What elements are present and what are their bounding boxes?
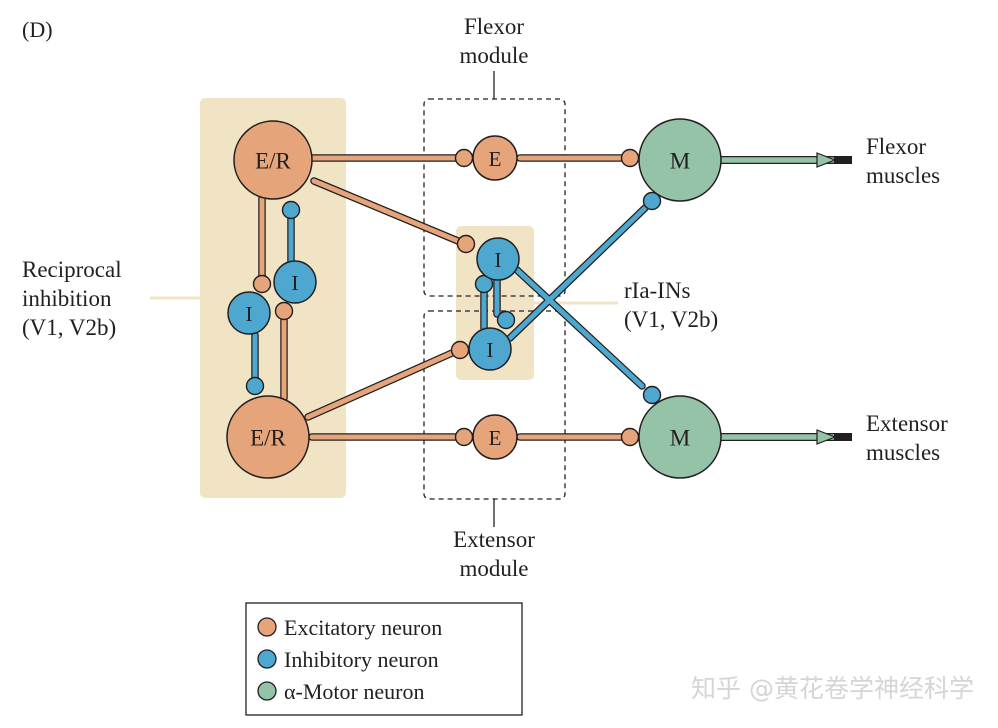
legend-inhibitory-swatch [257,649,277,669]
watermark: 知乎 @黄花卷学神经科学 [691,674,974,703]
i-ria-bottom-neuron [468,327,512,371]
synapse-terminal [450,340,470,360]
extensor-muscles-line1: Extensor [866,411,948,436]
synapse-terminal [642,385,662,405]
i-left-label: I [246,302,253,326]
flexor-muscles-line1: Flexor [866,134,926,159]
e-extensor-neuron [472,414,518,460]
er-top-neuron [233,120,313,200]
ria-label-line2: (V1, V2b) [624,307,718,332]
reciprocal-label-line1: Reciprocal [22,257,122,282]
m-extensor-neuron [638,395,722,479]
legend-motor-label: α-Motor neuron [284,679,424,704]
reciprocal-inhibition-panel [200,98,346,498]
legend-excitatory-label: Excitatory neuron [284,615,442,640]
i-right-neuron [273,260,317,304]
panel-label: (D) [22,17,53,42]
m-flexor-label: M [670,149,690,174]
synapse-terminal [274,301,294,321]
flexor-muscles-line2: muscles [866,163,940,188]
synapse-terminal [642,191,662,211]
e-flexor-neuron [472,135,518,181]
legend-box [245,602,523,716]
i-ria-top-label: I [495,248,502,272]
synapse-terminal [620,148,640,168]
legend-motor-swatch [257,681,277,701]
m-flexor-neuron [638,118,722,202]
synapse-terminal [454,427,474,447]
extensor-module-title-line1: Extensor [453,527,535,552]
i-ria-top-neuron [476,237,520,281]
er-bottom-neuron [226,395,310,479]
e-flexor-label: E [489,147,502,171]
synapse-terminal [281,200,301,220]
legend-inhibitory-label: Inhibitory neuron [284,647,439,672]
ria-label-line1: rIa-INs [624,278,690,303]
legend: Excitatory neuron Inhibitory neuron α-Mo… [245,602,523,716]
reciprocal-label-line2: inhibition [22,286,112,311]
er-top-label: E/R [255,149,291,174]
er-bottom-label: E/R [250,426,286,451]
legend-excitatory-swatch [257,617,277,637]
i-ria-bottom-label: I [487,338,494,362]
extensor-muscles-line2: muscles [866,440,940,465]
synapse-terminal [252,274,272,294]
synapse-terminals [245,148,662,447]
flexor-module-title-line1: Flexor [464,14,524,39]
reciprocal-label-line3: (V1, V2b) [22,315,116,340]
flexor-module-title-line2: module [460,43,529,68]
neurons [226,118,722,479]
extensor-module-title-line2: module [460,556,529,581]
m-extensor-label: M [670,426,690,451]
synapse-terminal [456,234,476,254]
synapse-terminal [454,148,474,168]
synapse-terminal [245,376,265,396]
i-left-neuron [227,291,271,335]
e-extensor-label: E [489,426,502,450]
axons [252,155,648,440]
synapse-terminal [496,310,516,330]
synapse-terminal [620,427,640,447]
i-right-label: I [292,271,299,295]
